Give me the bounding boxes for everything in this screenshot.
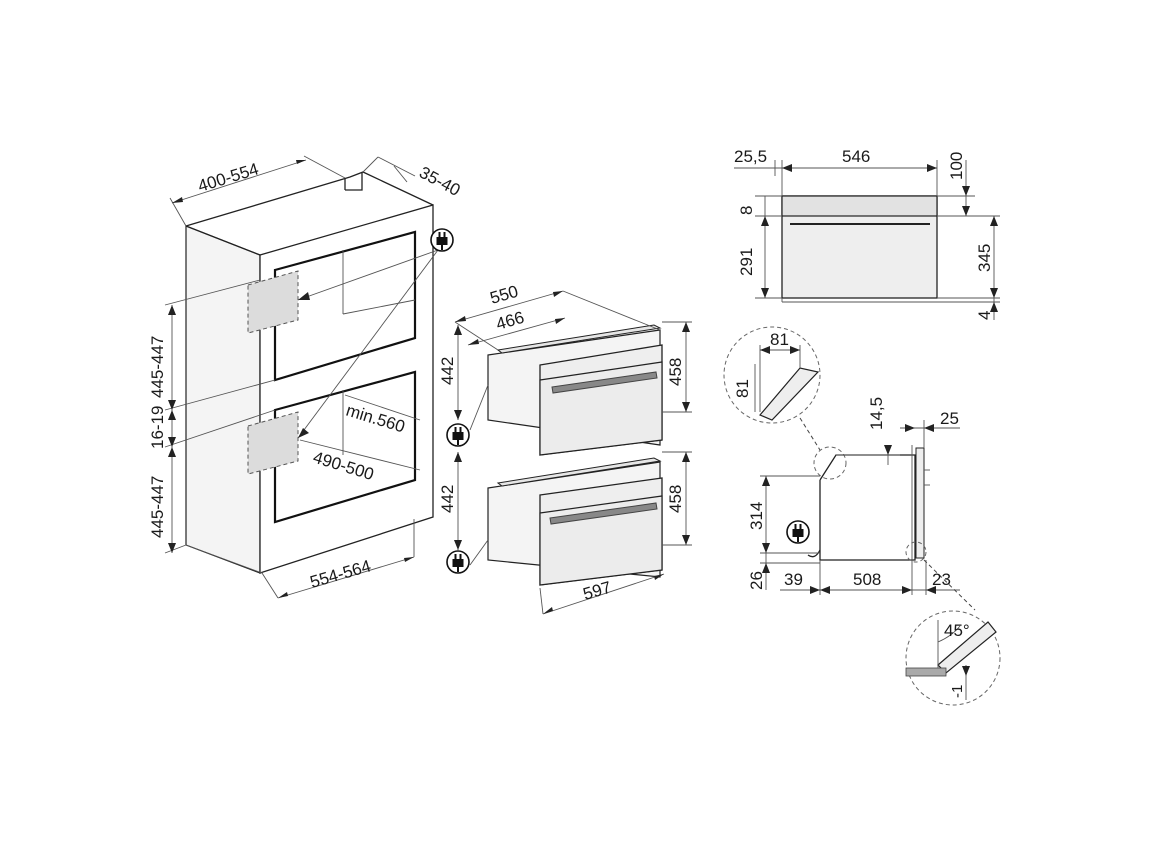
side-body-height-label: 314 — [747, 502, 766, 530]
lower-oven-body-height-label: 442 — [438, 485, 457, 513]
cabinet-upper-niche-label: 445-447 — [148, 336, 167, 398]
top-step-label: 14,5 — [867, 397, 886, 430]
power-plug-icon — [446, 423, 470, 447]
power-plug-icon — [786, 520, 810, 544]
lower-oven-front-height-label: 458 — [666, 485, 685, 513]
top-clearance-label: 100 — [947, 152, 966, 180]
side-body-depth-label: 508 — [853, 570, 881, 589]
cabinet-lower-niche-label: 445-447 — [148, 476, 167, 538]
rear-offset-label: 39 — [784, 570, 803, 589]
base-height-label: 26 — [747, 571, 766, 590]
ovens-drawing — [446, 290, 692, 615]
front-offset-label: 25,5 — [734, 147, 767, 166]
side-view-drawing — [723, 326, 1001, 706]
detail-angle-label: 45° — [944, 621, 970, 640]
oven-depth-total-label: 550 — [488, 282, 521, 308]
total-height-label: 345 — [975, 244, 994, 272]
upper-oven-front-height-label: 458 — [666, 358, 685, 386]
cabinet-top-offset-label: 35-40 — [416, 163, 463, 200]
bottom-gap-label: 4 — [975, 311, 994, 320]
cabinet-gap-label: 16-19 — [148, 406, 167, 449]
panel-top-label: 8 — [737, 206, 756, 215]
upper-oven-body-height-label: 442 — [438, 357, 457, 385]
detail-width-label: 81 — [770, 330, 789, 349]
cabinet-width-label: 554-564 — [308, 556, 373, 591]
detail-height-label: 81 — [733, 379, 752, 398]
power-plug-icon — [430, 228, 454, 252]
side-front-offset-label: 23 — [932, 570, 951, 589]
body-width-label: 546 — [842, 147, 870, 166]
cabinet-depth-label: 400-554 — [196, 159, 261, 195]
power-plug-icon — [446, 550, 470, 574]
side-front-depth-label: 25 — [940, 409, 959, 428]
cabinet-drawing — [164, 155, 454, 599]
oven-front-width-label: 597 — [581, 578, 614, 604]
front-view-drawing — [734, 160, 1000, 320]
detail-offset-label: -1 — [949, 685, 966, 698]
cavity-height-label: 291 — [737, 248, 756, 276]
